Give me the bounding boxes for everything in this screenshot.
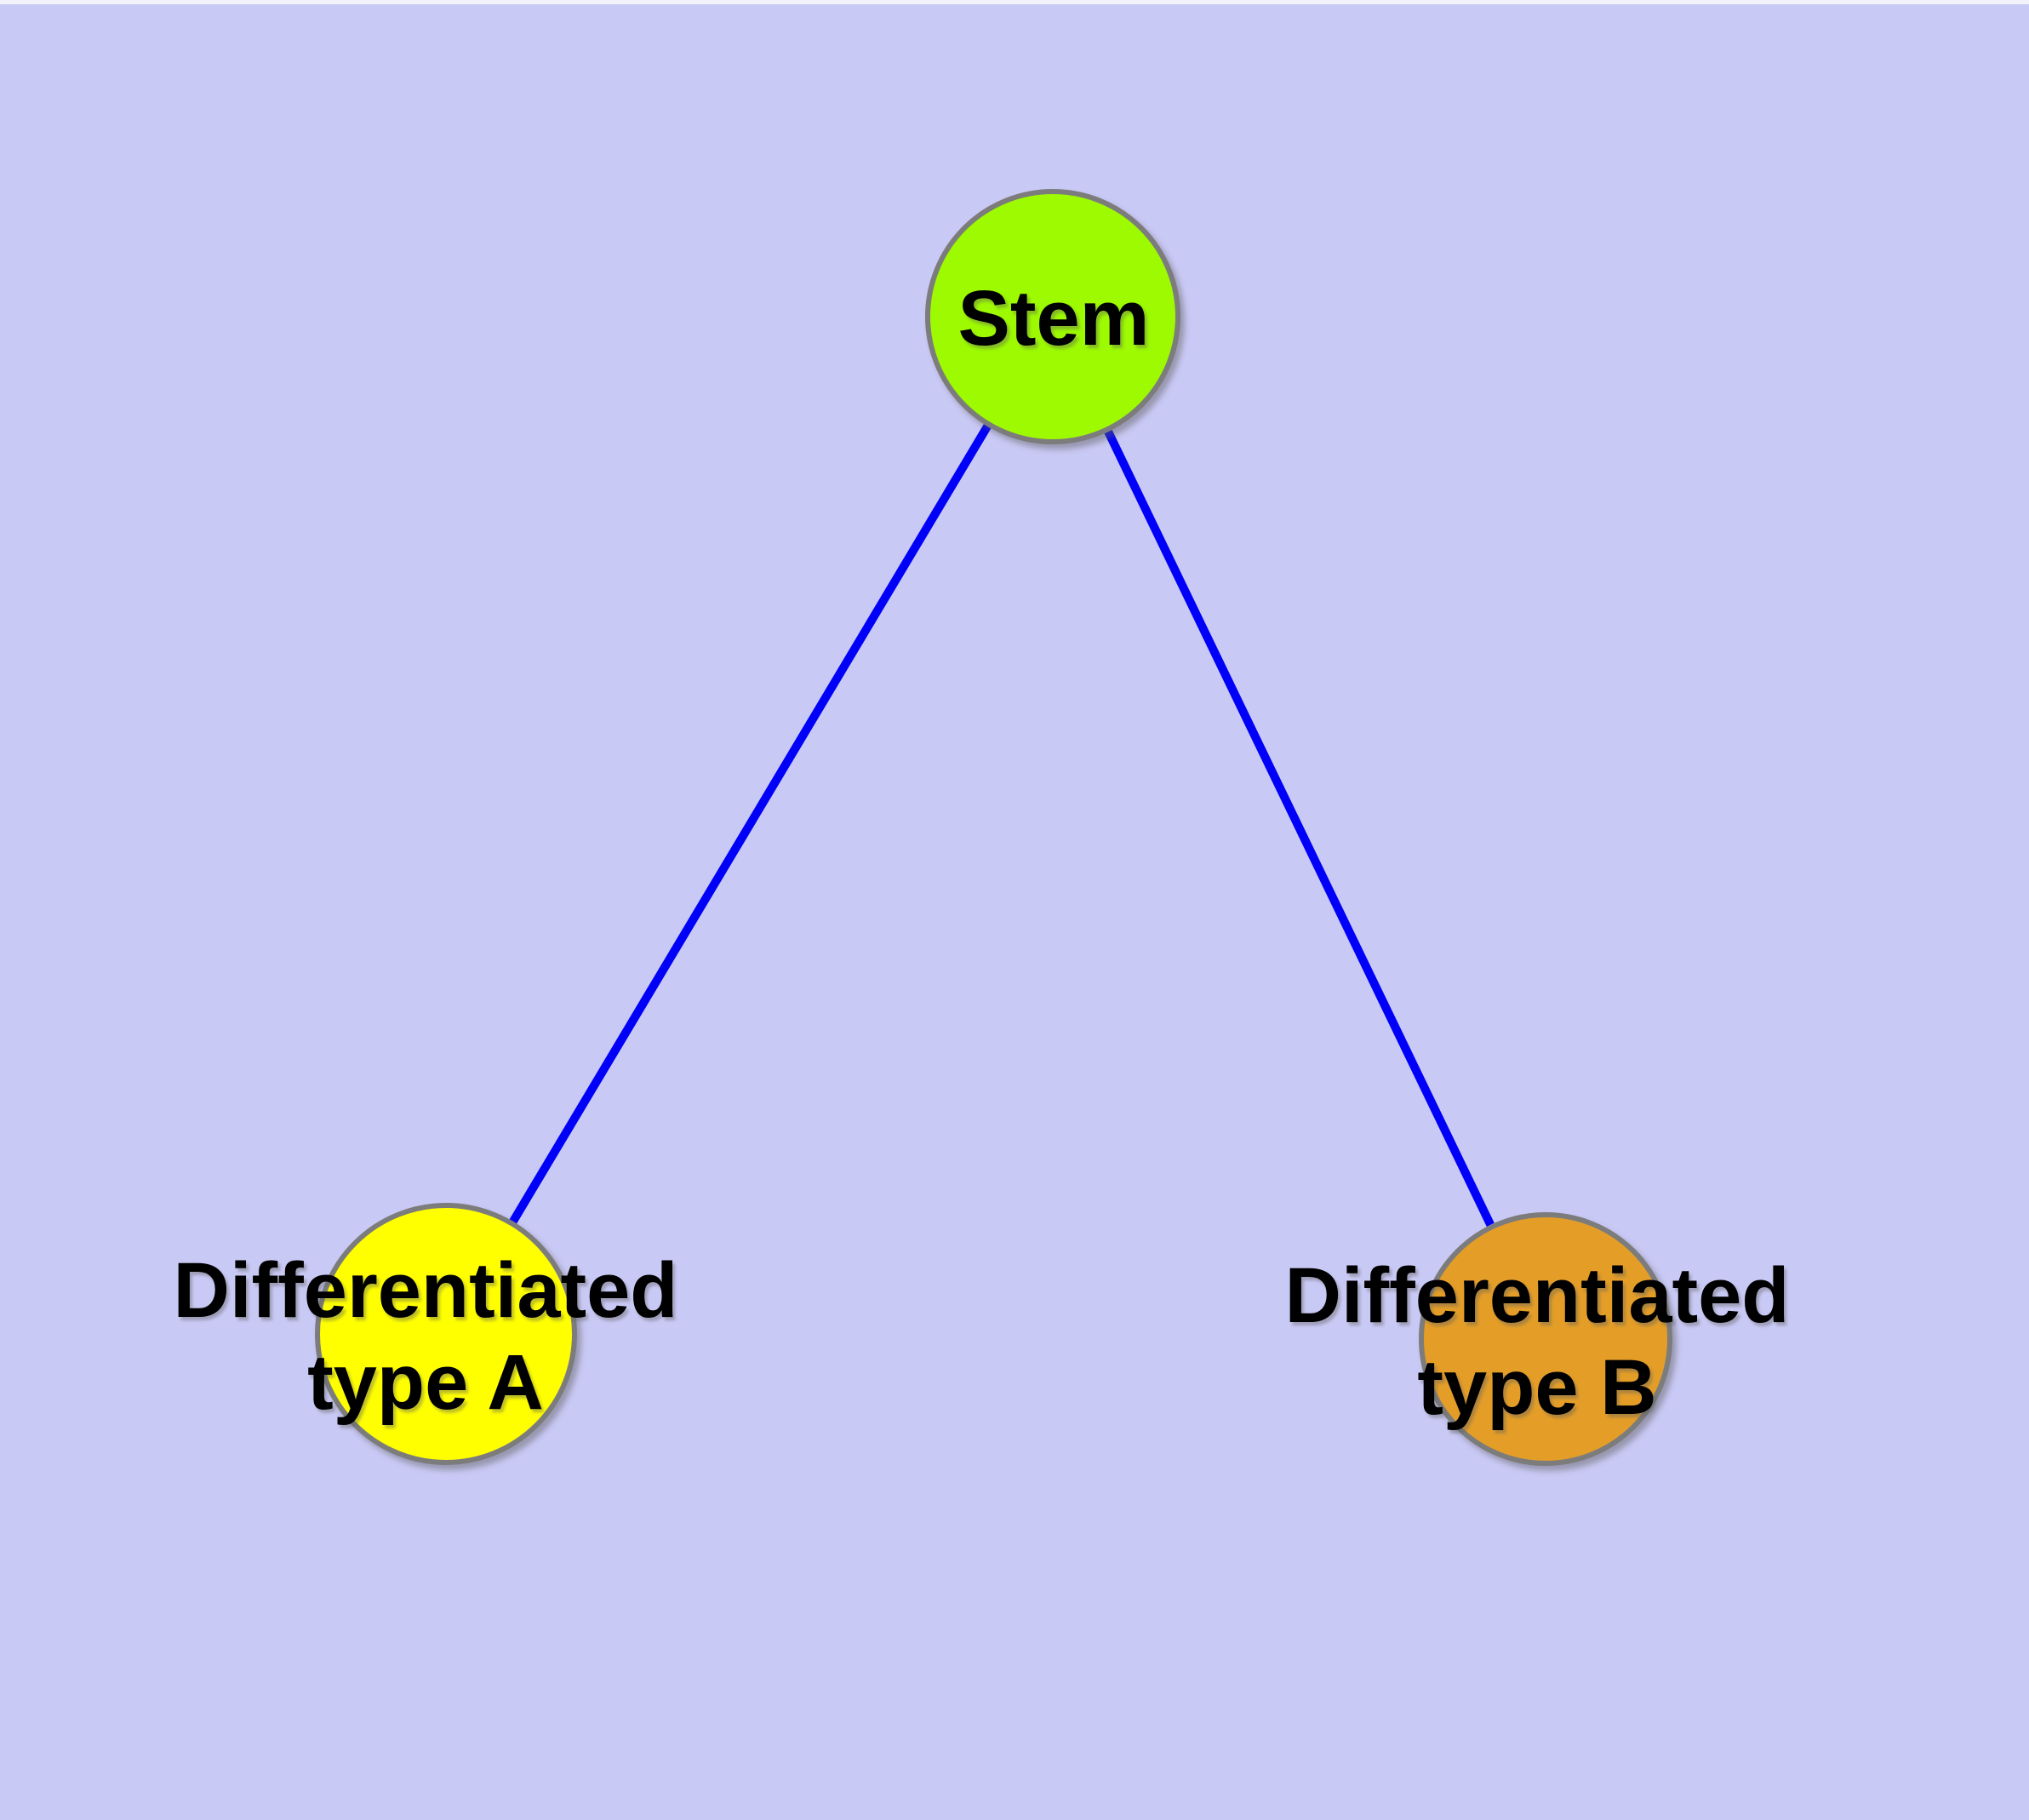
node-type-a-label-line2: type A [307, 1339, 544, 1426]
node-type-a-circle[interactable] [315, 1203, 577, 1465]
node-stem-circle[interactable] [925, 189, 1180, 444]
node-type-b-label-line1: Differentiated [1284, 1252, 1790, 1339]
node-type-b-circle[interactable] [1419, 1212, 1672, 1466]
top-edge-strip [0, 0, 2029, 4]
edge-stem-type-a[interactable] [509, 424, 992, 1224]
node-type-a-label: Differentiated type A [174, 1245, 678, 1428]
node-type-b-label: Differentiated type B [1285, 1250, 1790, 1434]
node-type-a-label-line1: Differentiated [173, 1247, 678, 1334]
node-stem-label-line1: Stem [957, 275, 1150, 362]
edge-stem-type-b[interactable] [1104, 429, 1495, 1227]
node-type-b-label-line2: type B [1417, 1344, 1657, 1431]
node-stem-label: Stem [958, 272, 1150, 364]
